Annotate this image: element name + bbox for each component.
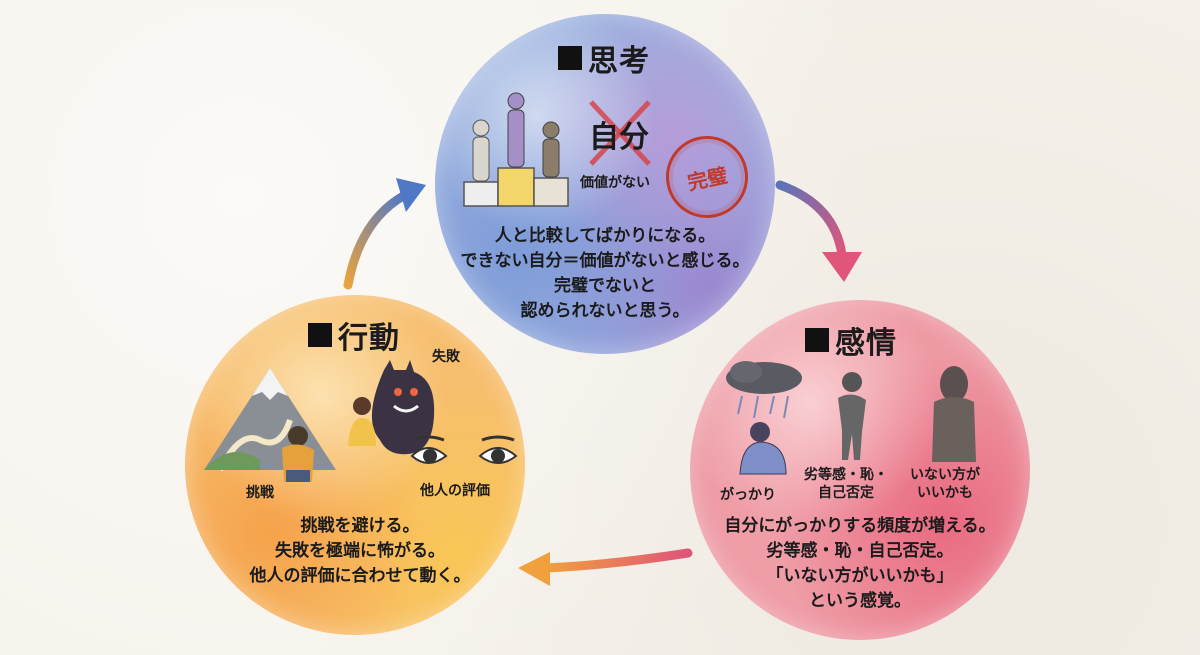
cross-mark-icon xyxy=(589,100,651,166)
thinking-heading: 思考 xyxy=(558,36,650,80)
action-line-2: 失敗を極端に怖がる。 xyxy=(275,541,445,561)
heading-square-icon xyxy=(805,328,829,352)
self-crossed-out: 自分 xyxy=(585,98,675,170)
challenge-label: 挑戦 xyxy=(246,485,274,501)
action-line-3: 他人の評価に合わせて動く。 xyxy=(249,566,471,586)
emotion-description: 自分にがっかりする頻度が増える。 劣等感・恥・自己否定。 「いない方がいいかも」… xyxy=(700,514,1020,614)
monster-scared-person-icon xyxy=(348,360,435,455)
inferiority-label: 劣等感・恥・ 自己否定 xyxy=(804,466,888,502)
crying-person-icon xyxy=(932,366,976,462)
action-title: 行動 xyxy=(338,321,400,356)
inferiority-label-line-1: 劣等感・恥・ xyxy=(804,467,888,483)
thinking-description: 人と比較してばかりになる。 できない自分＝価値がないと感じる。 完璧でないと 認… xyxy=(455,224,755,324)
emotion-title: 感情 xyxy=(835,326,897,361)
self-label: 自分 xyxy=(589,120,649,155)
emotion-line-2: 劣等感・恥・自己否定。 xyxy=(766,541,954,561)
thinking-title: 思考 xyxy=(588,44,650,79)
emotion-line-4: という感覚。 xyxy=(809,591,911,611)
action-line-1: 挑戦を避ける。 xyxy=(300,516,420,536)
emotion-line-1: 自分にがっかりする頻度が増える。 xyxy=(724,516,996,536)
better-gone-label-line-1: いない方が xyxy=(910,467,980,483)
mountain-crouching-person-icon xyxy=(204,368,336,482)
action-heading: 行動 xyxy=(308,313,400,357)
failure-label: 失敗 xyxy=(432,349,460,365)
heading-square-icon xyxy=(308,323,332,347)
hunched-person-icon xyxy=(838,372,866,460)
emotion-circle xyxy=(690,300,1030,640)
action-description: 挑戦を避ける。 失敗を極端に怖がる。 他人の評価に合わせて動く。 xyxy=(215,514,505,589)
watching-eyes-icon xyxy=(410,435,518,464)
thinking-line-3: 完璧でないと xyxy=(554,276,656,296)
podium-comparison-icon xyxy=(463,92,569,207)
perfect-stamp-text: 完璧 xyxy=(685,162,730,195)
thinking-line-1: 人と比較してばかりになる。 xyxy=(494,226,716,246)
worthless-label: 価値がない xyxy=(580,175,650,191)
rain-cloud-sad-person-icon xyxy=(726,361,802,475)
better-gone-label-line-2: いいかも xyxy=(917,485,973,501)
inferiority-label-line-2: 自己否定 xyxy=(818,485,874,501)
disappointed-label: がっかり xyxy=(720,487,776,503)
thinking-line-2: できない自分＝価値がないと感じる。 xyxy=(460,251,750,271)
others-eval-label: 他人の評価 xyxy=(420,483,490,499)
emotion-heading: 感情 xyxy=(805,318,897,362)
thinking-line-4: 認められないと思う。 xyxy=(520,301,690,321)
heading-square-icon xyxy=(558,46,582,70)
better-gone-label: いない方が いいかも xyxy=(910,466,980,502)
emotion-line-3: 「いない方がいいかも」 xyxy=(766,566,954,586)
